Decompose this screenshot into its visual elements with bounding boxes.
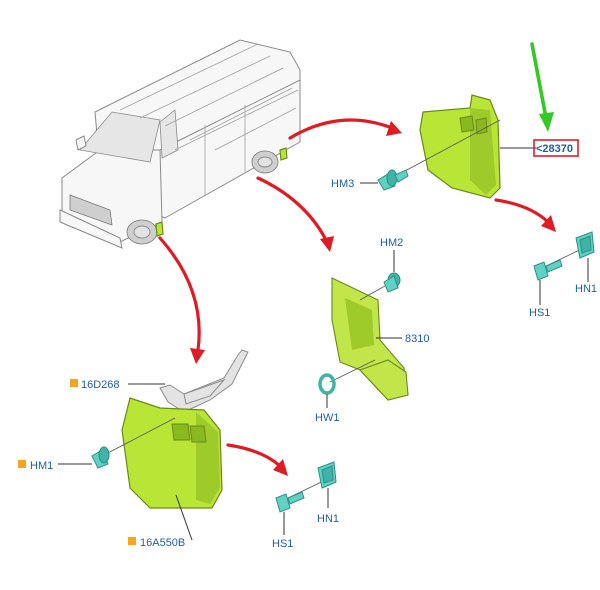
leader-lines (58, 147, 589, 541)
callout-arrow-to-front-flap (158, 236, 205, 364)
highlight-arrow-icon (530, 42, 554, 132)
label-hs1-left: HS1 (272, 538, 293, 550)
fastener-hm2 (359, 272, 401, 301)
highlight-box (533, 139, 579, 157)
label-hn1-left: HN1 (317, 513, 339, 525)
label-hm2: HM2 (380, 237, 403, 249)
callout-arrow-to-front-fasteners (226, 443, 288, 476)
nut-hn1-right (575, 231, 595, 259)
nut-hn1-left (317, 461, 337, 489)
label-hm3: HM3 (331, 178, 354, 190)
rear-mud-flap-28370 (419, 94, 501, 199)
label-28370: <28370 (536, 143, 573, 155)
label-16d268: 16D268 (81, 379, 120, 391)
fastener-hm1 (91, 417, 176, 469)
bracket-8310 (331, 277, 409, 401)
fastener-hm3 (377, 119, 501, 191)
label-8310: 8310 (405, 333, 429, 345)
callout-arrow-to-rear-flap (288, 118, 402, 140)
label-hw1: HW1 (315, 412, 339, 424)
callout-arrow-to-bracket-8310 (256, 176, 334, 252)
orange-square-marker-icon (128, 537, 136, 545)
orange-square-marker-icon (70, 379, 78, 387)
label-hn1-right: HN1 (575, 283, 597, 295)
callout-arrow-to-rear-fasteners (494, 198, 556, 232)
orange-square-marker-icon (18, 460, 26, 468)
bracket-16d268 (159, 349, 249, 413)
label-hs1-right: HS1 (529, 307, 550, 319)
label-hm1: HM1 (30, 460, 53, 472)
front-mud-flap-16a550b (121, 397, 223, 509)
label-16a550b: 16A550B (140, 537, 185, 549)
van-illustration-icon (59, 39, 301, 249)
fastener-hs1-left (275, 475, 335, 513)
washer-hw1 (318, 359, 376, 395)
